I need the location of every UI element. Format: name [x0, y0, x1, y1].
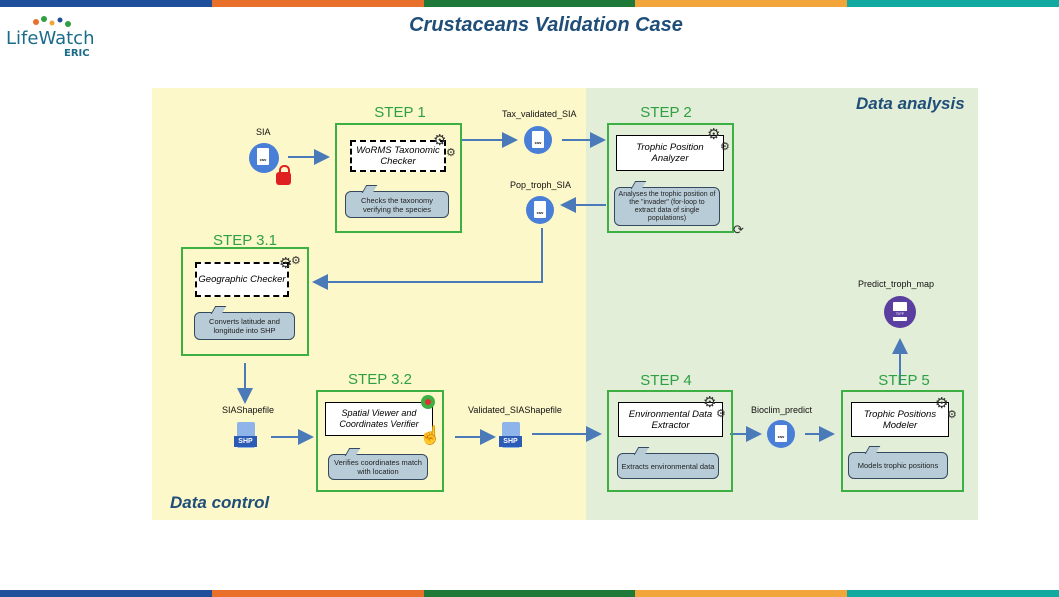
step3-2-label: STEP 3.2	[348, 371, 412, 388]
tiff-file-icon: TIFF	[884, 296, 916, 328]
csv-file-icon: csv	[526, 196, 554, 224]
bottom-stripe	[0, 590, 1059, 597]
file-label-valshp: Validated_SIAShapefile	[468, 405, 562, 415]
step5-note: Models trophic positions	[848, 452, 948, 479]
step3-2-tool: Spatial Viewer and Coordinates Verifier	[325, 402, 433, 436]
file-label-tax: Tax_validated_SIA	[502, 109, 577, 119]
data-control-label: Data control	[170, 493, 270, 512]
gear-icon: ⚙	[703, 394, 717, 411]
gear-icon: ⚙	[279, 255, 293, 272]
logo-sub: ERIC	[64, 48, 90, 59]
step4-tool: Environmental Data Extractor	[618, 402, 723, 437]
file-label-siashp: SIAShapefile	[222, 405, 275, 415]
step2-box	[607, 123, 734, 233]
csv-file-icon: csv	[249, 143, 279, 173]
step5-box	[841, 390, 964, 492]
refresh-icon: ⟳	[733, 222, 744, 237]
lifewatch-logo: LifeWatch ERIC	[6, 14, 96, 59]
csv-file-icon: csv	[767, 420, 795, 448]
step3-1-box	[181, 247, 309, 356]
gear-icon: ⚙	[707, 126, 721, 143]
gear-icon: ⚙	[446, 147, 456, 159]
shp-file-icon: SHP	[234, 422, 257, 450]
gear-icon: ⚙	[935, 395, 949, 412]
file-label-pop: Pop_troph_SIA	[510, 180, 572, 190]
step3-1-tool: Geographic Checker	[195, 262, 289, 297]
step5-label: STEP 5	[878, 372, 930, 389]
shp-file-icon: SHP	[499, 422, 522, 450]
pointer-hand-icon: ☝	[419, 425, 442, 445]
map-pin-icon	[421, 395, 435, 409]
step4-box	[607, 390, 733, 492]
step4-label: STEP 4	[640, 372, 692, 389]
step1-note: Checks the taxonomy verifying the specie…	[345, 191, 449, 218]
file-label-bioclim: Bioclim_predict	[751, 405, 813, 415]
lock-icon	[276, 165, 291, 185]
step1-tool: WoRMS Taxonomic Checker	[350, 140, 446, 172]
step4-note: Extracts environmental data	[617, 453, 719, 479]
gear-icon: ⚙	[433, 132, 447, 149]
step3-1-note: Converts latitude and longitude into SHP	[194, 312, 295, 340]
file-label-map: Predict_troph_map	[858, 279, 935, 289]
gear-icon: ⚙	[716, 408, 726, 420]
gear-icon: ⚙	[291, 255, 301, 267]
step3-2-note: Verifies coordinates match with location	[328, 454, 428, 480]
page-title: Crustaceans Validation Case	[409, 14, 683, 36]
logo-text: LifeWatch	[6, 28, 95, 49]
step3-2-box	[316, 390, 444, 492]
file-label-sia: SIA	[256, 127, 271, 137]
gear-icon: ⚙	[720, 141, 730, 153]
gear-icon: ⚙	[947, 409, 957, 421]
step3-1-label: STEP 3.1	[213, 232, 277, 249]
step5-tool: Trophic Positions Modeler	[851, 402, 949, 437]
step2-label: STEP 2	[640, 104, 692, 121]
csv-file-icon: csv	[524, 126, 552, 154]
step2-tool: Trophic Position Analyzer	[616, 135, 724, 171]
data-analysis-label: Data analysis	[856, 94, 965, 113]
step2-note: Analyses the trophic position of the "in…	[614, 187, 720, 226]
step1-label: STEP 1	[374, 104, 426, 121]
step1-box	[335, 123, 462, 233]
top-stripe	[0, 0, 1059, 7]
